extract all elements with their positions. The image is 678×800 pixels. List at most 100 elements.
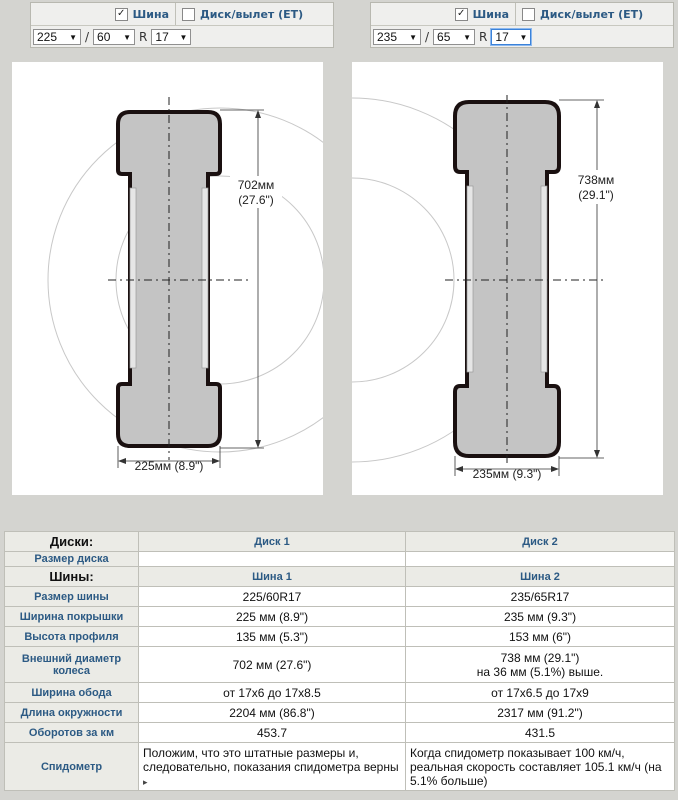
tire2-profile-select[interactable]: 65 ▼ [433, 29, 476, 45]
tire-option-label: Шина [472, 7, 509, 21]
disk-size-row: Размер диска [4, 551, 675, 567]
dropdown-arrow-icon: ▼ [179, 32, 188, 42]
more-arrow-icon[interactable]: ▸ [143, 776, 148, 787]
speedometer-text-2: Когда спидометр показывает 100 км/ч, реа… [405, 742, 675, 791]
slash-separator: / [85, 30, 90, 44]
tire1-disk-option[interactable]: Диск/вылет (ET) [176, 3, 309, 25]
checkbox-empty[interactable] [522, 7, 535, 21]
rim-band-right [201, 187, 209, 369]
diameter-label: 702мм [238, 178, 275, 192]
dropdown-arrow-icon: ▼ [69, 32, 77, 42]
tire-option-label: Шина [132, 7, 169, 21]
tire2-rim-select[interactable]: 17 ▼ [491, 29, 532, 45]
speedometer-text-1: Положим, что это штатные размеры и, след… [143, 745, 399, 774]
row-value-2: 153 мм (6") [405, 626, 675, 647]
width-label: 225мм (8.9") [135, 459, 204, 473]
tire1-profile-select[interactable]: 60 ▼ [93, 29, 136, 45]
selected-value: 225 [37, 30, 58, 44]
disks-heading: Диски: [4, 531, 139, 552]
tire2-tire-option[interactable]: ✓ Шина [371, 3, 516, 25]
width-arrow-right [551, 466, 559, 472]
speedometer-text-1-cell: Положим, что это штатные размеры и, след… [138, 742, 406, 791]
row-value-2: 235/65R17 [405, 586, 675, 607]
table-row: Длина окружности 2204 мм (86.8") 2317 мм… [4, 702, 675, 723]
row-label: Ширина обода [4, 682, 139, 703]
table-row: Внешний диаметр колеса 702 мм (27.6") 73… [4, 646, 675, 683]
table-row: Оборотов за км 453.7 431.5 [4, 722, 675, 743]
tire1-tire-option[interactable]: ✓ Шина [31, 3, 176, 25]
rim-prefix: R [479, 30, 488, 44]
diameter-label-bg [570, 170, 622, 204]
speedometer-label: Спидометр [4, 742, 139, 791]
rotation-circle-inner [352, 177, 455, 383]
disk2-heading: Диск 2 [405, 531, 675, 552]
row-value-2: от 17x6.5 до 17x9 [405, 682, 675, 703]
row-value-1: от 17x6 до 17x8.5 [138, 682, 406, 703]
diameter-arrow-bottom [594, 450, 600, 458]
diameter-inch-label: (27.6") [238, 193, 274, 207]
checkbox-empty[interactable] [182, 7, 195, 21]
disk-size-label: Размер диска [4, 551, 139, 567]
width-arrow-right [212, 458, 220, 464]
diameter-arrow-top [594, 100, 600, 108]
tires-heading: Шины: [4, 566, 139, 587]
selected-value: 235 [377, 30, 398, 44]
table-row: Ширина покрышки 225 мм (8.9") 235 мм (9.… [4, 606, 675, 627]
table-row: Размер шины 225/60R17 235/65R17 [4, 586, 675, 607]
width-arrow-left [118, 458, 126, 464]
tire2-drawing: 738мм (29.1") 235мм (9.3") [352, 62, 663, 495]
selected-value: 17 [495, 30, 509, 44]
rim-prefix: R [139, 30, 148, 44]
diameter-arrow-bottom [255, 440, 261, 448]
tire1-width-select[interactable]: 225 ▼ [33, 29, 81, 45]
tire1-drawing: 702мм (27.6") 225мм (8.9") [12, 62, 323, 495]
row-value-2: 431.5 [405, 722, 675, 743]
dropdown-arrow-icon: ▼ [519, 32, 528, 42]
row-value-1: 453.7 [138, 722, 406, 743]
row-value-2-diff: на 36 мм (5.1%) выше. [476, 664, 604, 679]
width-arrow-left [455, 466, 463, 472]
tires-header-row: Шины: Шина 1 Шина 2 [4, 566, 675, 587]
rim-band-right [540, 185, 548, 373]
row-label: Длина окружности [4, 702, 139, 723]
diameter-label-bg [230, 176, 282, 208]
check-icon[interactable]: ✓ [454, 7, 468, 21]
row-value-2: 738 мм (29.1") [500, 650, 580, 665]
tire2-selector-panel: ✓ Шина Диск/вылет (ET) 235▼ / 65▼ R 17▼ [370, 2, 674, 48]
tire2-width-select[interactable]: 235 ▼ [373, 29, 421, 45]
disk1-heading: Диск 1 [138, 531, 406, 552]
diameter-arrow-top [255, 110, 261, 118]
row-value-2: 235 мм (9.3") [405, 606, 675, 627]
tire2-drawing-svg: 738мм (29.1") 235мм (9.3") [352, 95, 622, 481]
row-label: Внешний диаметр колеса [4, 646, 139, 683]
selected-value: 17 [155, 30, 169, 44]
row-label: Высота профиля [4, 626, 139, 647]
disks-header-row: Диски: Диск 1 Диск 2 [4, 531, 675, 552]
tire1-selector-panel: ✓ Шина Диск/вылет (ET) 225 ▼ / 60 ▼ R 17 ▼ [30, 2, 334, 48]
dropdown-arrow-icon: ▼ [123, 32, 132, 42]
rim-band-left [466, 185, 474, 373]
diameter-label: 738мм [578, 173, 615, 187]
row-value-1: 225/60R17 [138, 586, 406, 607]
selected-value: 60 [97, 30, 111, 44]
dropdown-arrow-icon: ▼ [409, 32, 417, 42]
disk-size-2 [405, 551, 675, 567]
table-row: Высота профиля 135 мм (5.3") 153 мм (6") [4, 626, 675, 647]
tire1-rim-select[interactable]: 17 ▼ [151, 29, 192, 45]
tire1-heading: Шина 1 [138, 566, 406, 587]
tire1-drawing-svg: 702мм (27.6") 225мм (8.9") [47, 97, 323, 473]
comparison-table: Диски: Диск 1 Диск 2 Размер диска Шины: … [4, 531, 675, 791]
dropdown-arrow-icon: ▼ [463, 32, 472, 42]
row-value-1: 135 мм (5.3") [138, 626, 406, 647]
row-value-1: 702 мм (27.6") [138, 646, 406, 683]
disk-option-label: Диск/вылет (ET) [540, 7, 644, 21]
tire2-disk-option[interactable]: Диск/вылет (ET) [516, 3, 649, 25]
disk-option-label: Диск/вылет (ET) [200, 7, 304, 21]
table-row: Ширина обода от 17x6 до 17x8.5 от 17x6.5… [4, 682, 675, 703]
width-label: 235мм (9.3") [473, 467, 542, 481]
diameter-inch-label: (29.1") [578, 188, 614, 202]
selected-value: 65 [437, 30, 451, 44]
check-icon[interactable]: ✓ [114, 7, 128, 21]
row-label: Оборотов за км [4, 722, 139, 743]
row-value-2-cell: 738 мм (29.1")на 36 мм (5.1%) выше. [405, 646, 675, 683]
